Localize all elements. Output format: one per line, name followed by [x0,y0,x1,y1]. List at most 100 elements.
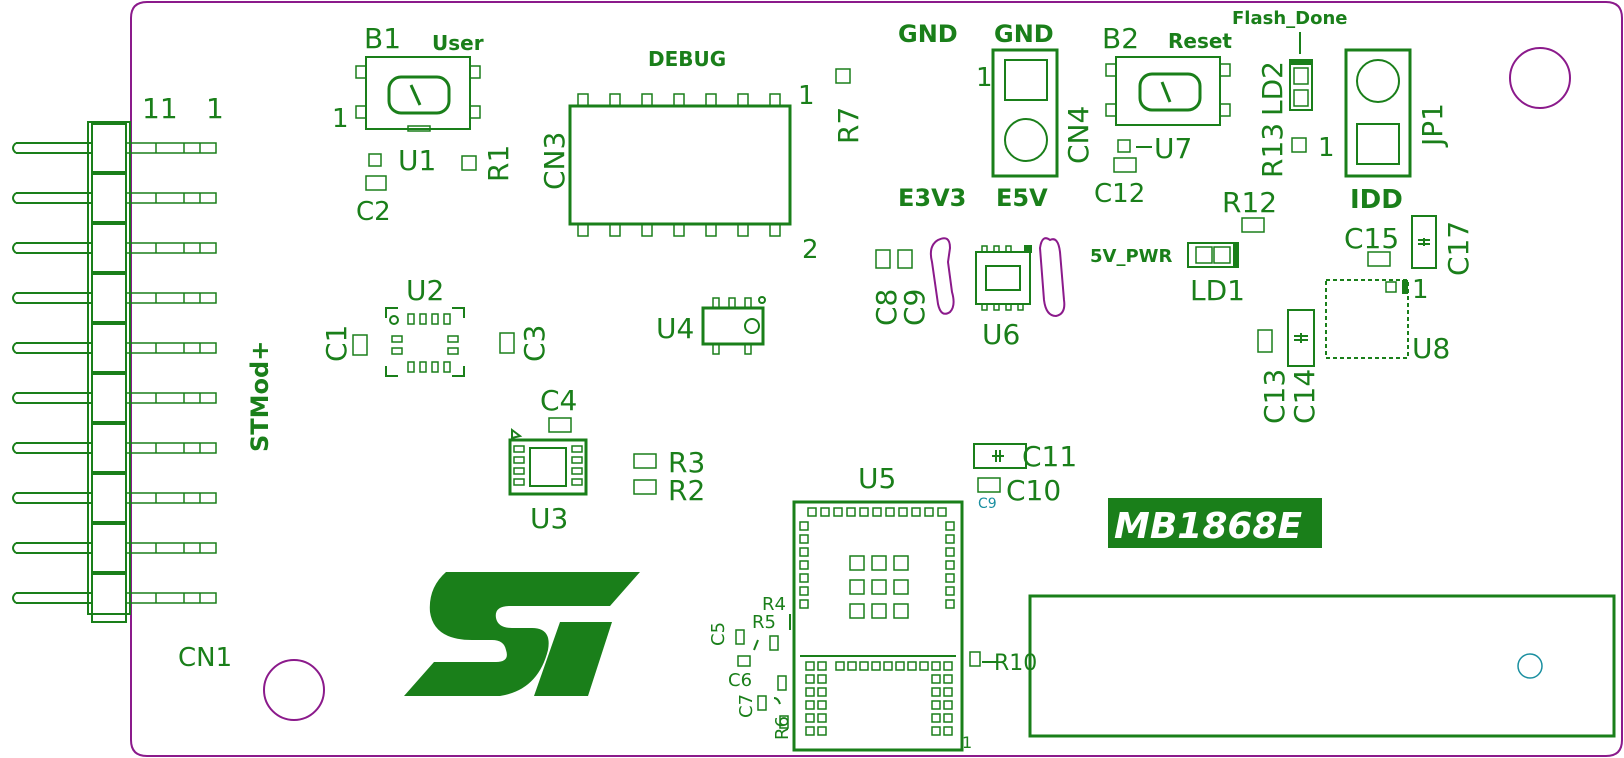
c5-footprint [735,629,745,645]
cn3-pad-top [737,93,749,107]
u3-pad-left [513,467,525,475]
c17-label: C17 [1442,221,1475,276]
e5v-label: E5V [996,184,1048,212]
u3-pad-right [571,467,583,475]
u5-pad-bottom-left [817,687,827,697]
u5-pad-mid [847,661,857,671]
c7-label: C7 [736,694,757,718]
cn4-connector [991,48,1059,178]
cn1-pin-housing [91,373,127,423]
c17-capacitor [1411,215,1437,269]
u5-pad-bottom-left [817,726,827,736]
u5-pad-bottom-right [943,674,953,684]
c9-footprint [897,249,913,269]
u3-pin1-marker [511,428,523,440]
u5-center-pad [871,555,887,571]
c8-footprint [875,249,891,269]
cn1-pin-tail [126,242,217,254]
u2-pad-left [391,347,403,355]
u5-pad-mid [895,661,905,671]
c7-part-footprint [777,675,787,691]
cn1-label: CN1 [178,643,232,673]
r1-label: R1 [482,145,515,182]
u3-center-pad [529,447,567,487]
cn3-pad-top [673,93,685,107]
c11-label: C11 [1022,440,1077,473]
r7-footprint [835,68,851,84]
board-badge-bg [1108,498,1322,548]
cn3-connector [568,93,792,237]
u5-pad-bottom-right [943,726,953,736]
u2-pad-bottom [431,361,439,373]
u5-pad-right [945,534,955,544]
cn1-pin-lead [12,142,92,154]
c9-small-label: C9 [978,496,997,512]
u5-pad-right [945,521,955,531]
u5-pad-top [833,507,843,517]
cn4-label: CN4 [1062,106,1095,164]
r4-label: R4 [762,594,786,615]
c12-footprint [1113,157,1137,173]
u5-pad-top [937,507,947,517]
u5-pad-bottom-left [805,661,815,671]
r7-label: R7 [832,107,865,144]
u5-pad-left [799,560,809,570]
u5-pad-left [799,586,809,596]
u3-ic [508,428,588,496]
jp1-label: JP1 [1416,103,1449,148]
jp1-pin1-label: 1 [1318,133,1335,163]
u5-pad-right [945,560,955,570]
solder-jumper-left [929,237,955,315]
u5-center-pad [871,579,887,595]
cn3-pad-bottom [737,223,749,237]
cn3-pad-top [769,93,781,107]
u2-pad-right [447,335,459,343]
antenna-marker [1517,653,1543,679]
cn1-pin-low-label: 1 [206,92,224,125]
cn1-pin-high-label: 11 [142,92,178,125]
c5-label: C5 [708,622,729,646]
b1-button [355,56,481,132]
u7-label: U7 [1154,132,1192,165]
flash-done-label: Flash_Done [1232,8,1347,29]
cn1-pin-tail [126,192,217,204]
u5-pad-bottom-left [817,661,827,671]
u8-pin1-label: 1 [1412,275,1429,305]
cn1-pin-tail [126,542,217,554]
u3-pad-left [513,478,525,486]
cn1-pin-tail [126,292,217,304]
u2-corners [385,307,465,377]
u2-pad-top [443,313,451,325]
u5-pad-bottom-right [943,700,953,710]
cn1-header [12,121,217,623]
u5-body [792,500,964,752]
cn1-pin-lead [12,342,92,354]
u5-center-pad [849,555,865,571]
cn1-pin-housing [91,523,127,573]
c14-capacitor [1287,309,1315,367]
solder-jumper-right [1038,237,1066,318]
reset-label: Reset [1168,29,1232,53]
cn1-pin-lead [12,292,92,304]
u5-center-pad [871,603,887,619]
cn1-pin-housing [91,573,127,623]
u5-pad-left [799,547,809,557]
u1-label: U1 [398,144,436,177]
r2-label: R2 [668,474,705,507]
c7-leader [773,697,781,705]
u5-pad-mid [883,661,893,671]
u5-pad-right [945,547,955,557]
cn1-pin-tail [126,342,217,354]
u2-pad-right [447,347,459,355]
u5-pad-bottom-left [805,674,815,684]
r1-footprint [461,155,477,171]
u2-pad-bottom [419,361,427,373]
b1-label: B1 [364,22,401,55]
u3-pad-right [571,445,583,453]
r12-label: R12 [1222,186,1277,219]
5v-pwr-label: 5V_PWR [1090,246,1173,267]
u5-pad-top [859,507,869,517]
c3-footprint [499,332,515,354]
u6-ic [975,245,1032,311]
c7-footprint [757,695,767,711]
